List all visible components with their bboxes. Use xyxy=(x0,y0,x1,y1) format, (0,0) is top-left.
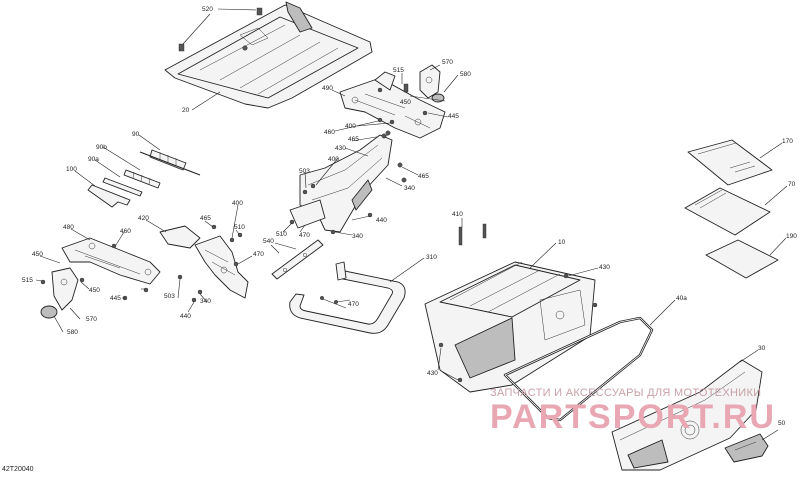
callout-30: 30 xyxy=(758,345,766,352)
part-520-screw xyxy=(178,7,263,52)
callout-490: 490 xyxy=(322,85,333,92)
part-90-hinge-kit xyxy=(139,149,201,176)
part-540-strap xyxy=(271,239,324,280)
watermark-tagline: ЗАПЧАСТИ И АКСЕССУАРЫ ДЛЯ МОТОТЕХНИКИ xyxy=(490,387,761,399)
part-480-lower-bracket xyxy=(61,237,161,285)
callout-540: 540 xyxy=(263,238,274,245)
callout-430: 430 xyxy=(427,370,438,377)
callout-450: 450 xyxy=(400,99,411,106)
watermark: ЗАПЧАСТИ И АКСЕССУАРЫ ДЛЯ МОТОТЕХНИКИ PA… xyxy=(490,387,776,436)
part-420-hinge xyxy=(159,225,249,299)
part-190-card xyxy=(705,239,779,279)
callout-450: 450 xyxy=(32,251,43,258)
part-580b-grommet xyxy=(40,305,58,319)
part-10-storage-box xyxy=(424,261,596,393)
callout-570: 570 xyxy=(442,59,453,66)
callout-450: 450 xyxy=(89,287,100,294)
callout-570: 570 xyxy=(86,316,97,323)
callout-460: 460 xyxy=(324,129,335,136)
callout-445: 445 xyxy=(448,113,459,120)
callout-410: 410 xyxy=(452,211,463,218)
callout-190: 190 xyxy=(786,233,797,240)
callout-515: 515 xyxy=(22,277,33,284)
callout-445: 445 xyxy=(110,295,121,302)
callout-400: 400 xyxy=(328,156,339,163)
callout-170: 170 xyxy=(782,138,793,145)
callout-340: 340 xyxy=(352,233,363,240)
callout-310: 310 xyxy=(426,254,437,261)
callout-340: 340 xyxy=(404,185,415,192)
callout-430: 430 xyxy=(335,145,346,152)
callout-470: 470 xyxy=(253,251,264,258)
part-100-link xyxy=(87,184,131,208)
callout-460: 460 xyxy=(120,228,131,235)
part-50-latch xyxy=(724,433,769,463)
part-570-latch xyxy=(419,64,441,99)
part-580-grommet xyxy=(431,93,445,103)
part-490-upper-bracket xyxy=(339,71,446,139)
callout-440: 440 xyxy=(376,217,387,224)
callout-10: 10 xyxy=(558,239,566,246)
part-90b-rod xyxy=(123,169,161,189)
callout-503: 503 xyxy=(164,293,175,300)
callout-400: 400 xyxy=(345,123,356,130)
part-570b-latch xyxy=(51,267,79,311)
callout-40a: 40a xyxy=(676,295,687,302)
callout-50: 50 xyxy=(778,420,786,427)
callout-470: 470 xyxy=(348,301,359,308)
callout-70: 70 xyxy=(788,181,796,188)
callout-labels: 520 20 570 580 515 490 450 445 460 400 4… xyxy=(22,6,797,427)
callout-100: 100 xyxy=(66,166,77,173)
callout-420: 420 xyxy=(138,215,149,222)
callout-580: 580 xyxy=(67,329,78,336)
callout-480: 480 xyxy=(63,224,74,231)
part-90a-rod xyxy=(102,177,143,197)
part-30-lid xyxy=(611,359,763,471)
callout-510: 510 xyxy=(234,224,245,231)
part-40a-seal xyxy=(503,316,654,422)
diagram-code: 42T20040 xyxy=(2,466,34,473)
callout-465: 465 xyxy=(418,173,429,180)
part-430-frame-arm xyxy=(289,134,393,233)
callout-20: 20 xyxy=(182,107,190,114)
callout-580: 580 xyxy=(460,71,471,78)
callout-90: 90 xyxy=(132,131,140,138)
callout-430: 430 xyxy=(599,264,610,271)
callout-515: 515 xyxy=(393,67,404,74)
callout-340: 340 xyxy=(200,298,211,305)
callout-470: 470 xyxy=(299,232,310,239)
callout-440: 440 xyxy=(180,313,191,320)
part-20-seat-pan xyxy=(164,1,373,109)
callout-90a: 90a xyxy=(88,156,99,163)
callout-503: 503 xyxy=(299,168,310,175)
part-170-manual xyxy=(687,139,773,186)
part-310-grab-bar xyxy=(289,261,406,334)
callout-520: 520 xyxy=(202,6,213,13)
callout-510: 510 xyxy=(276,231,287,238)
callout-465: 465 xyxy=(200,215,211,222)
callout-400: 400 xyxy=(232,200,243,207)
part-515-bolt-top xyxy=(377,83,409,93)
watermark-brand: PARTSPORT.RU xyxy=(490,398,776,436)
callout-90b: 90b xyxy=(96,144,107,151)
part-70-manual xyxy=(684,187,771,236)
callout-465: 465 xyxy=(348,136,359,143)
